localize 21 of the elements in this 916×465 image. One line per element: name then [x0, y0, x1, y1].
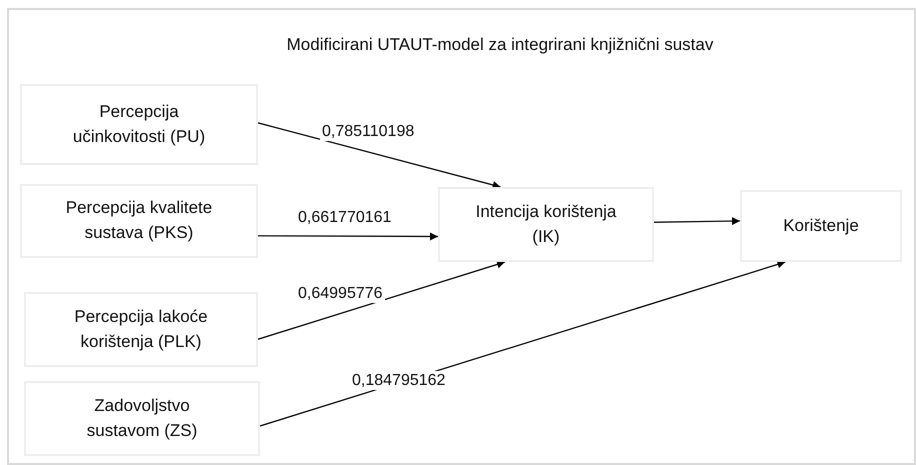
concept-box	[24, 381, 260, 456]
node-label: Intencija korištenja (IK)	[474, 200, 618, 248]
node-label: Percepcija učinkovitosti (PU)	[72, 100, 206, 148]
arrow	[258, 232, 438, 240]
diagram-title: Modificirani UTAUT-model za integrirani knjižnični sustav	[286, 35, 714, 55]
arrow	[258, 122, 501, 189]
concept-box	[20, 184, 258, 258]
node-label: Zadovoljstvo sustavom (ZS)	[86, 394, 198, 442]
arrow	[258, 260, 506, 340]
arrow	[654, 217, 740, 226]
concept-box	[438, 187, 654, 262]
concept-box	[20, 84, 258, 165]
concept-box	[740, 190, 902, 262]
edge-label: 0,785110198	[320, 122, 416, 142]
edge-label: 0,64995776	[296, 284, 385, 304]
node-label: Percepcija lakoće korištenja (PLK)	[73, 306, 209, 352]
arrow	[260, 260, 786, 427]
node-label: Percepcija kvalitete sustava (PKS)	[64, 197, 214, 244]
concept-box	[24, 292, 258, 367]
node-label: Korištenje	[783, 214, 859, 237]
edge-label: 0,184795162	[350, 371, 448, 390]
